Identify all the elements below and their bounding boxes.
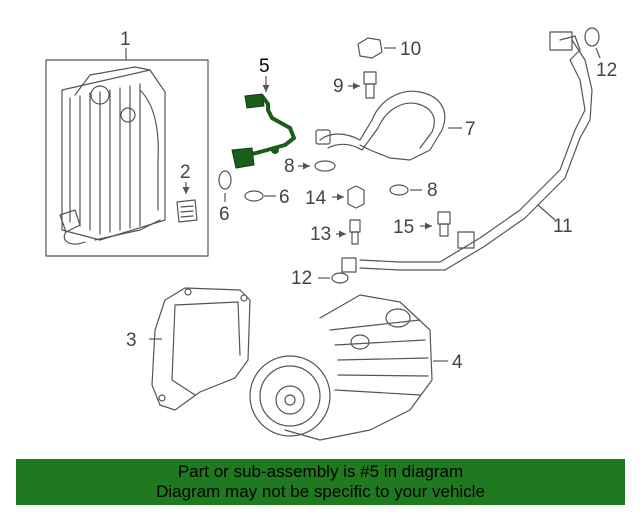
callout-12-bottom: 12 <box>291 268 312 289</box>
part-12-o-ring-bottom[interactable] <box>318 272 349 284</box>
part-12-o-ring-top[interactable] <box>584 27 601 59</box>
part-8-o-ring-left[interactable] <box>298 160 336 172</box>
info-banner: Part or sub-assembly is #5 in diagram Di… <box>16 459 625 505</box>
callout-14: 14 <box>305 188 327 209</box>
banner-line-2: Diagram may not be specific to your vehi… <box>156 482 485 501</box>
callout-12-top: 12 <box>596 60 617 81</box>
callout-1: 1 <box>120 29 131 50</box>
callout-2: 2 <box>180 162 191 183</box>
banner-line-1: Part or sub-assembly is #5 in diagram <box>177 462 464 481</box>
part-7-hose[interactable] <box>315 90 462 161</box>
part-6-o-ring-right[interactable] <box>244 190 276 202</box>
callout-7: 7 <box>465 119 476 140</box>
callout-8-left: 8 <box>284 156 295 177</box>
callout-8-right: 8 <box>427 180 438 201</box>
callout-3: 3 <box>126 330 137 351</box>
part-3-bracket[interactable] <box>149 287 251 411</box>
part-2-fitting[interactable] <box>176 182 198 223</box>
callout-11: 11 <box>553 216 573 237</box>
part-11-refrigerant-line[interactable] <box>341 31 593 273</box>
part-9-pressure-sensor[interactable] <box>348 71 377 99</box>
callout-4: 4 <box>452 352 463 373</box>
part-6-o-ring-left[interactable] <box>218 170 232 202</box>
part-8-o-ring-right[interactable] <box>389 184 422 196</box>
parts-diagram: 1 2 3 4 5 6 6 7 8 8 9 10 11 12 12 13 14 … <box>45 27 617 441</box>
part-5-refrigerant-line-highlighted[interactable] <box>231 76 296 169</box>
part-1-condenser-module[interactable] <box>45 48 209 257</box>
part-14-cap[interactable] <box>332 185 365 209</box>
part-15-sensor[interactable] <box>420 211 451 237</box>
part-10-cap[interactable] <box>357 37 396 59</box>
callout-6-left: 6 <box>219 204 230 225</box>
callout-13: 13 <box>310 224 331 245</box>
part-4-ac-compressor[interactable] <box>249 294 448 441</box>
callout-9: 9 <box>333 76 344 97</box>
callout-5: 5 <box>259 56 270 77</box>
callout-6-right: 6 <box>279 187 290 208</box>
callout-15: 15 <box>393 217 414 238</box>
part-13-valve[interactable] <box>336 219 361 245</box>
callout-10: 10 <box>400 39 421 60</box>
